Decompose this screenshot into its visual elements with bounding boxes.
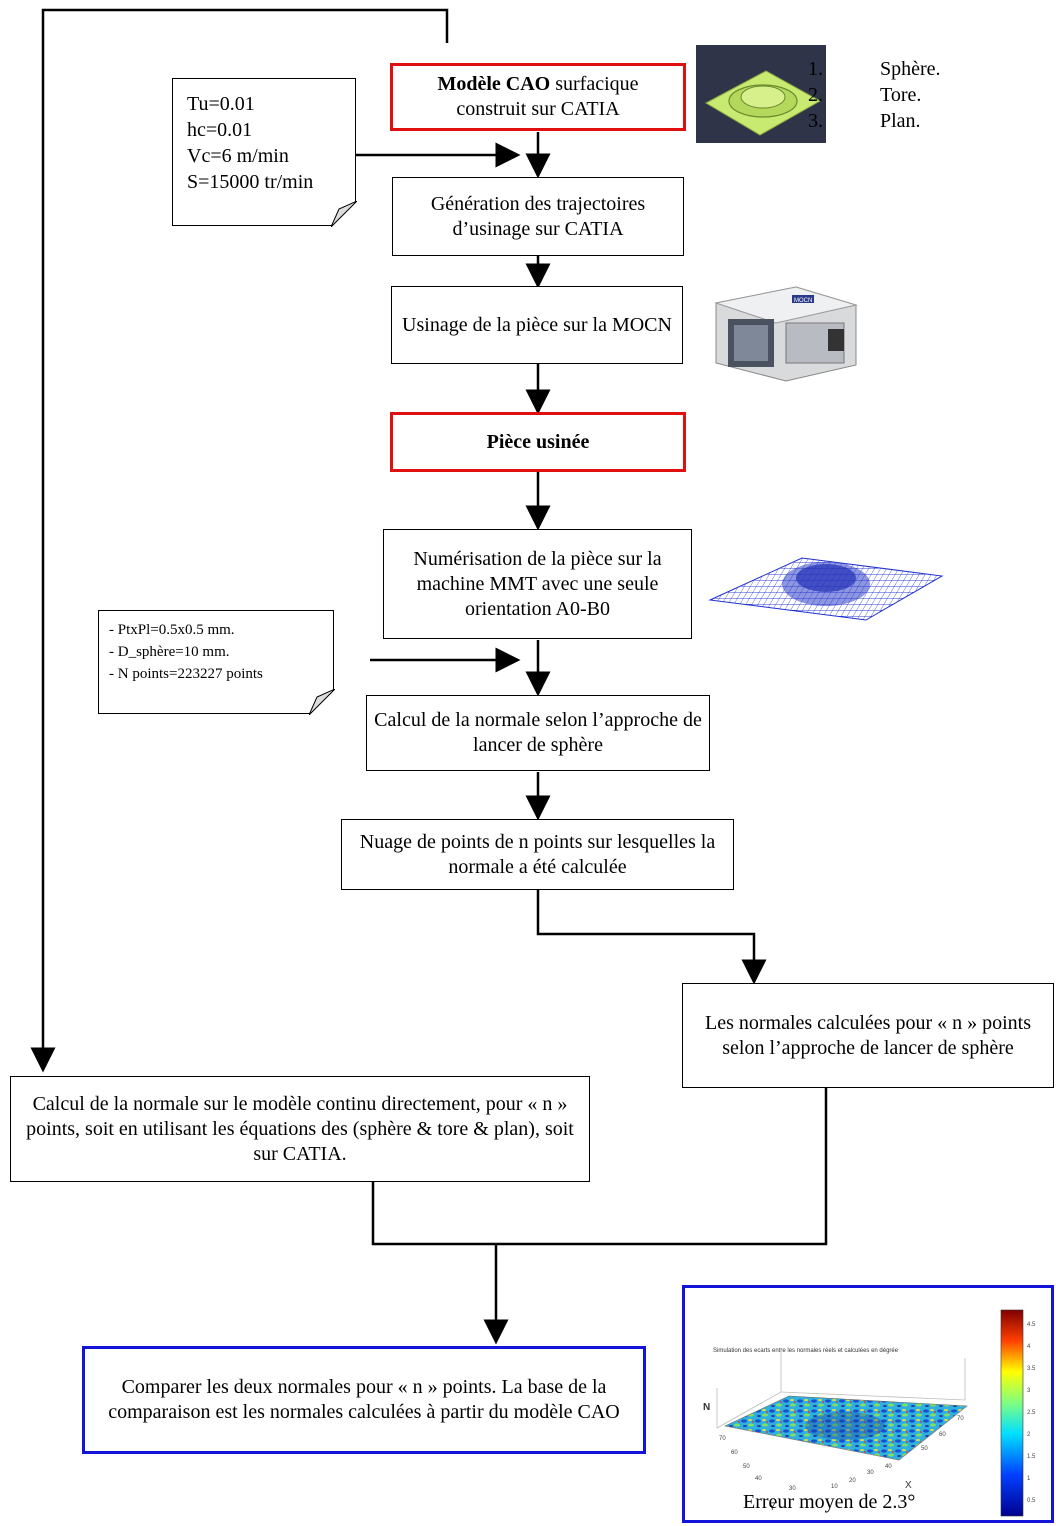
colorbar	[1000, 1309, 1024, 1517]
cbar-tick-5: 2	[1027, 1432, 1031, 1438]
x-tick-30: 30	[867, 1470, 874, 1476]
continuous-model-box: Calcul de la normale sur le modèle conti…	[10, 1076, 590, 1182]
y-tick-60: 60	[731, 1450, 738, 1456]
param-hc: hc=0.01	[187, 119, 253, 141]
param-vc: Vc=6 m/min	[187, 145, 289, 167]
error-caption: Erreur moyen de 2.3°	[743, 1491, 916, 1513]
machined-part-box: Pièce usinée	[390, 412, 686, 472]
y-tick-70: 70	[719, 1436, 726, 1442]
shape-name-1: Sphère.	[880, 58, 941, 80]
param-n-points: - N points=223227 points	[109, 666, 263, 682]
shape-name-3: Plan.	[880, 110, 921, 132]
param-tu: Tu=0.01	[187, 93, 255, 115]
x-tick-20: 20	[849, 1478, 856, 1484]
shape-name-2: Tore.	[880, 84, 922, 106]
y-tick-40: 40	[755, 1476, 762, 1482]
plot-title: Simulation des ecarts entre les normales…	[713, 1348, 899, 1354]
x-tick-70: 70	[957, 1416, 964, 1422]
point-cloud-mesh-image	[706, 538, 946, 622]
cbar-tick-8: 0.5	[1027, 1498, 1036, 1504]
cbar-tick-7: 1	[1027, 1476, 1031, 1482]
x-tick-60: 60	[939, 1432, 946, 1438]
machining-box: Usinage de la pièce sur la MOCN	[391, 286, 683, 364]
cad-surface-image	[696, 45, 826, 143]
cbar-tick-1: 4	[1027, 1344, 1031, 1350]
plot-xlabel: X	[905, 1480, 912, 1491]
normal-calculation-box: Calcul de la normale selon l’approche de…	[366, 695, 710, 771]
param-d-sphere: - D_sphère=10 mm.	[109, 644, 230, 660]
cbar-tick-4: 2.5	[1027, 1410, 1036, 1416]
cbar-tick-0: 4.5	[1027, 1322, 1036, 1328]
machining-params-note: Tu=0.01 hc=0.01 Vc=6 m/min S=15000 tr/mi…	[172, 78, 357, 227]
computed-normals-box: Les normales calculées pour « n » points…	[682, 983, 1054, 1088]
plot-ylabel: Y	[769, 1502, 776, 1513]
y-tick-50: 50	[743, 1464, 750, 1470]
cad-model-bold: Modèle CAO	[437, 73, 551, 95]
trajectory-generation-box: Génération des trajectoires d’usinage su…	[392, 177, 684, 256]
y-tick-30: 30	[789, 1486, 796, 1492]
shape-num-1: 1.	[808, 58, 823, 80]
shape-num-2: 2.	[808, 84, 823, 106]
machine-label: MOCN	[794, 298, 812, 304]
x-tick-50: 50	[921, 1446, 928, 1452]
cad-model-text2: construit sur CATIA	[456, 98, 620, 120]
compare-normals-box: Comparer les deux normales pour « n » po…	[82, 1346, 646, 1454]
scanning-box: Numérisation de la pièce sur la machine …	[383, 529, 692, 639]
x-tick-10: 10	[831, 1484, 838, 1490]
param-ptxpl: - PtxPl=0.5x0.5 mm.	[109, 622, 235, 638]
point-cloud-box: Nuage de points de n points sur lesquell…	[341, 819, 734, 890]
cad-model-box: Modèle CAO surfacique construit sur CATI…	[390, 63, 686, 131]
cbar-tick-2: 3.5	[1027, 1366, 1036, 1372]
cbar-tick-6: 1.5	[1027, 1454, 1036, 1460]
shape-num-3: 3.	[808, 110, 823, 132]
scan-params-note: - PtxPl=0.5x0.5 mm. - D_sphère=10 mm. - …	[98, 610, 335, 715]
cad-model-text1: surfacique	[550, 73, 639, 95]
error-plot-svg: Simulation des ecarts entre les normales…	[703, 1309, 1036, 1517]
x-tick-40: 40	[885, 1464, 892, 1470]
cbar-tick-3: 3	[1027, 1388, 1031, 1394]
plot-zlabel: N	[703, 1402, 710, 1413]
error-plot-panel: Simulation des ecarts entre les normales…	[682, 1285, 1054, 1523]
param-s: S=15000 tr/min	[187, 171, 314, 193]
cnc-machine-image: MOCN	[706, 283, 864, 383]
